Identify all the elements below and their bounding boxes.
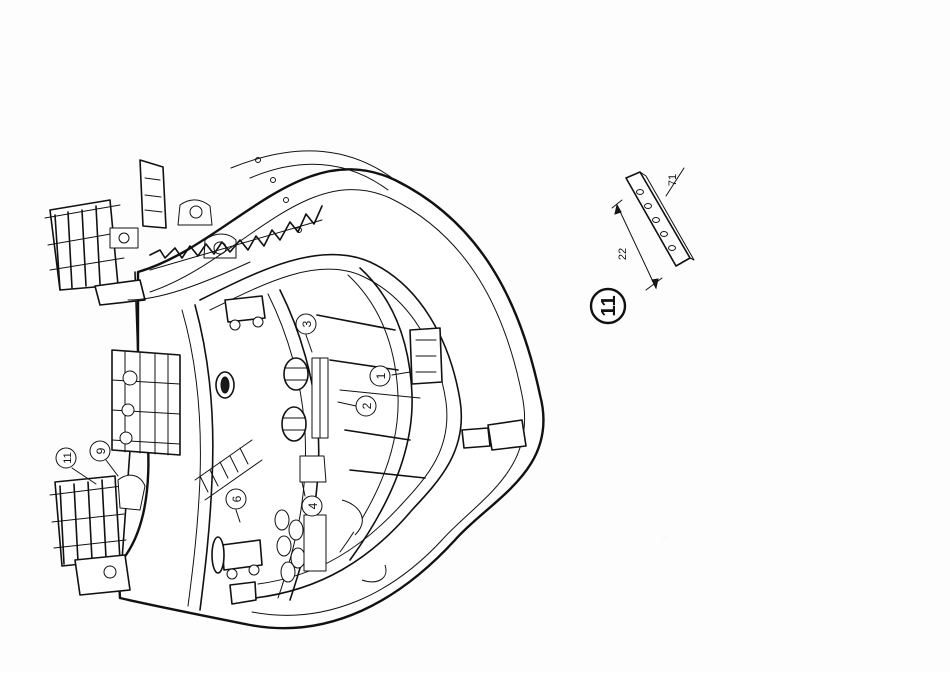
hull-outer-shell	[118, 151, 544, 628]
detail-number: 11	[598, 295, 620, 316]
bottom-railings	[50, 476, 130, 595]
callout-3-label: 3	[300, 320, 314, 327]
callout-11-label: 11	[62, 452, 74, 463]
callout-2-label: 2	[360, 402, 374, 409]
detail-reference: 71	[666, 168, 684, 196]
callout-9-label: 9	[94, 447, 108, 454]
detail-dimension-length: 22	[617, 248, 629, 260]
callout-6-label: 6	[230, 495, 244, 502]
detail-part-11: 11 22 71	[591, 168, 694, 323]
callout-1-label: 1	[374, 372, 388, 379]
callout-4-label: 4	[306, 502, 320, 509]
porthole-opening	[221, 377, 229, 393]
detail-reference-number: 71	[667, 174, 679, 186]
